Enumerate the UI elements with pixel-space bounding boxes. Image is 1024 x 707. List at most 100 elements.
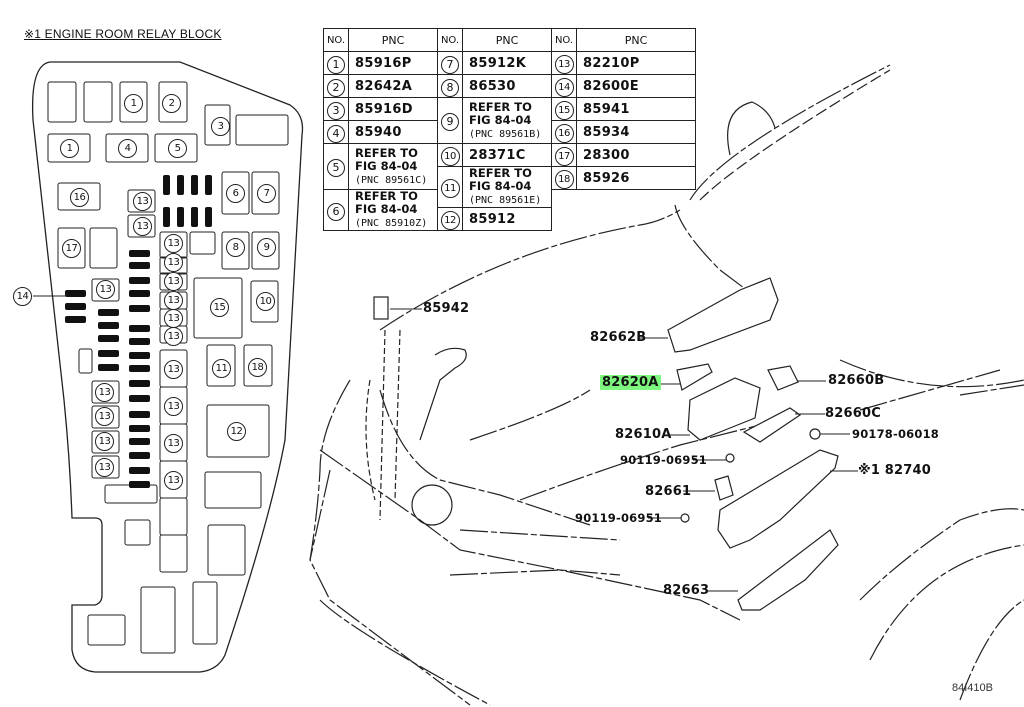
pnc-value[interactable]: 85912 xyxy=(462,207,552,231)
pnc-value[interactable]: 82600E xyxy=(576,74,696,98)
relay-slot xyxy=(124,519,151,546)
label-90178-06018[interactable]: 90178-06018 xyxy=(852,427,939,441)
callout-16[interactable]: 16 xyxy=(70,188,89,207)
label-82620A-highlighted[interactable]: 82620A xyxy=(600,375,661,390)
fuse-bar xyxy=(98,364,119,371)
callout-9[interactable]: 9 xyxy=(257,238,276,257)
relay-slot xyxy=(127,189,156,213)
pnc-value[interactable]: 85926 xyxy=(576,166,696,190)
pnc-value[interactable]: 85941 xyxy=(576,97,696,121)
fuse-bar xyxy=(177,175,184,195)
relay-slot xyxy=(158,81,188,123)
callout-13[interactable]: 13 xyxy=(164,327,183,346)
part-90119a-shape xyxy=(725,453,735,463)
relay-slot xyxy=(250,280,279,323)
label-82661[interactable]: 82661 xyxy=(645,484,692,499)
pnc-value[interactable]: 28371C xyxy=(462,143,552,167)
pnc-value[interactable]: 85934 xyxy=(576,120,696,144)
mirror xyxy=(727,101,776,156)
callout-14[interactable]: 14 xyxy=(13,287,32,306)
grille-line xyxy=(319,449,741,621)
fuse-bar xyxy=(129,262,150,269)
callout-13[interactable]: 13 xyxy=(133,192,152,211)
callout-13[interactable]: 13 xyxy=(164,397,183,416)
callout-13[interactable]: 13 xyxy=(133,217,152,236)
part-82661-shape xyxy=(714,475,734,501)
table-row: 12 85912 xyxy=(324,207,696,231)
pnc-value[interactable]: 85940 xyxy=(348,120,438,144)
callout-1[interactable]: 1 xyxy=(124,94,143,113)
fuse-bar xyxy=(129,325,150,332)
label-90119-06951-upper[interactable]: 90119-06951 xyxy=(620,453,707,467)
callout-2[interactable]: 2 xyxy=(162,94,181,113)
callout-8[interactable]: 8 xyxy=(226,238,245,257)
fuse-bar xyxy=(129,250,150,257)
pnc-value[interactable]: 86530 xyxy=(462,74,552,98)
callout-5[interactable]: 5 xyxy=(168,139,187,158)
callout-13[interactable]: 13 xyxy=(95,383,114,402)
relay-slot xyxy=(83,81,113,123)
relay-block-title: ※1 ENGINE ROOM RELAY BLOCK xyxy=(24,27,222,41)
callout-13[interactable]: 13 xyxy=(164,360,183,379)
pnc-value[interactable]: 28300 xyxy=(576,143,696,167)
callout-13[interactable]: 13 xyxy=(164,291,183,310)
header-no: NO. xyxy=(437,28,463,52)
callout-13[interactable]: 13 xyxy=(95,432,114,451)
callout-6[interactable]: 6 xyxy=(226,184,245,203)
label-85942[interactable]: 85942 xyxy=(423,301,470,316)
pnc-value[interactable]: 85916D xyxy=(348,97,438,121)
callout-15[interactable]: 15 xyxy=(210,298,229,317)
label-82740[interactable]: ※1 82740 xyxy=(858,463,932,478)
callout-11[interactable]: 11 xyxy=(212,359,231,378)
part-90178-shape xyxy=(809,428,821,440)
label-82610A[interactable]: 82610A xyxy=(615,427,672,442)
callout-13[interactable]: 13 xyxy=(164,471,183,490)
callout-number: 12 xyxy=(440,211,460,230)
relay-slot xyxy=(189,231,216,255)
part-82610A-shape xyxy=(687,377,761,441)
callout-1[interactable]: 1 xyxy=(60,139,79,158)
callout-18[interactable]: 18 xyxy=(248,358,267,377)
callout-13[interactable]: 13 xyxy=(164,272,183,291)
callout-number: 4 xyxy=(327,124,345,143)
callout-10[interactable]: 10 xyxy=(256,292,275,311)
label-82660C[interactable]: 82660C xyxy=(825,406,881,421)
fog-lamp xyxy=(411,484,453,526)
callout-13[interactable]: 13 xyxy=(164,309,183,328)
callout-3[interactable]: 3 xyxy=(211,117,230,136)
fuse-bar xyxy=(98,350,119,357)
callout-4[interactable]: 4 xyxy=(118,139,137,158)
callout-13[interactable]: 13 xyxy=(96,280,115,299)
part-82660B-shape xyxy=(767,365,799,391)
fuse-bar xyxy=(191,207,198,227)
pnc-value[interactable]: 85912K xyxy=(462,51,552,75)
fuse-bar xyxy=(191,175,198,195)
callout-13[interactable]: 13 xyxy=(164,434,183,453)
lower-line xyxy=(449,569,621,576)
callout-13[interactable]: 13 xyxy=(95,407,114,426)
label-82663[interactable]: 82663 xyxy=(663,583,710,598)
relay-slot xyxy=(204,471,262,509)
label-82662B[interactable]: 82662B xyxy=(590,330,647,345)
relay-slot xyxy=(57,227,86,269)
callout-7[interactable]: 7 xyxy=(257,184,276,203)
callout-13[interactable]: 13 xyxy=(164,234,183,253)
callout-17[interactable]: 17 xyxy=(62,239,81,258)
wheel-inner xyxy=(959,599,1024,701)
label-82660B[interactable]: 82660B xyxy=(828,373,885,388)
callout-12[interactable]: 12 xyxy=(227,422,246,441)
relay-slot xyxy=(47,81,77,123)
pnc-value[interactable]: 82642A xyxy=(348,74,438,98)
callout-13[interactable]: 13 xyxy=(95,458,114,477)
fuse-bar xyxy=(205,175,212,195)
label-90119-06951-lower[interactable]: 90119-06951 xyxy=(575,511,662,525)
pnc-value[interactable]: 85916P xyxy=(348,51,438,75)
washer-tank xyxy=(365,329,401,521)
body-side-3 xyxy=(859,369,1001,411)
callout-13[interactable]: 13 xyxy=(164,253,183,272)
pnc-value[interactable]: 82210P xyxy=(576,51,696,75)
